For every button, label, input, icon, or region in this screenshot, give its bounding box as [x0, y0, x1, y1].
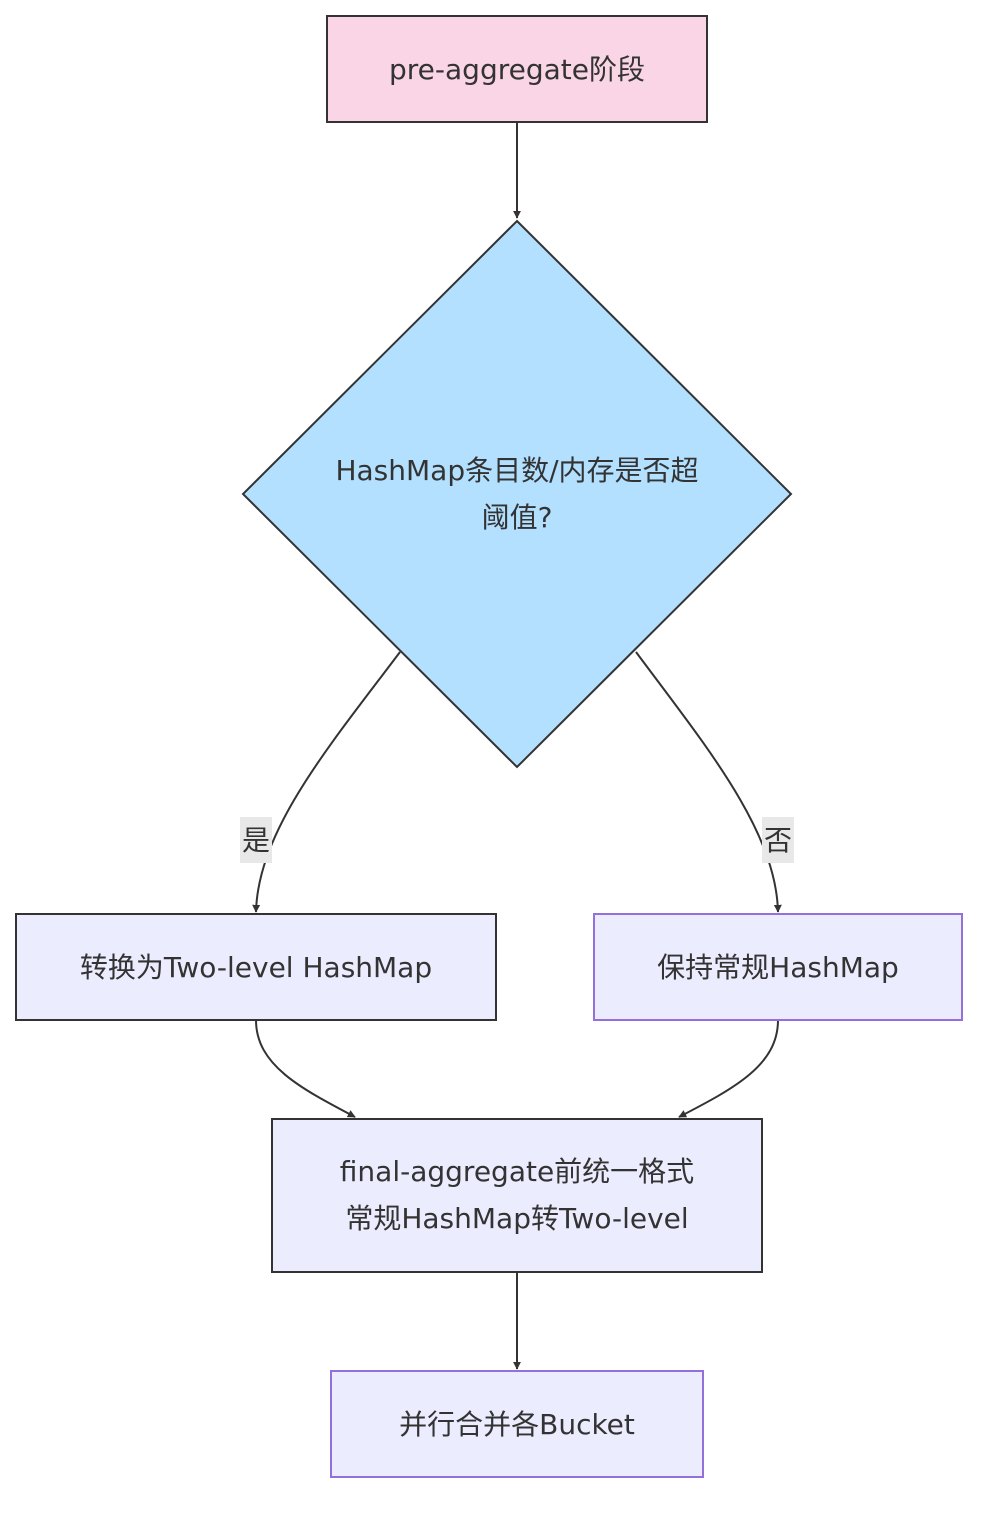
edge-label-no: 否 [762, 817, 794, 863]
node-pre-aggregate-label: pre-aggregate阶段 [389, 53, 645, 86]
edge-decision-to-keep [635, 651, 782, 913]
edge-label-yes: 是 [240, 817, 272, 863]
node-parallel-merge-label: 并行合并各Bucket [399, 1408, 635, 1441]
node-parallel-merge-box [330, 1370, 704, 1478]
edge-label-yes-text: 是 [242, 824, 270, 857]
decision-label-line2: 阈值? [482, 501, 553, 534]
node-convert-two-level: 转换为Two-level HashMap [15, 913, 497, 1021]
node-final-aggregate: final-aggregate前统一格式 常规HashMap转Two-level [271, 1118, 763, 1273]
node-pre-aggregate: pre-aggregate阶段 [326, 15, 708, 123]
node-final-aggregate-label-line1: final-aggregate前统一格式 [340, 1155, 694, 1188]
decision-label-line1: HashMap条目数/内存是否超 [335, 454, 698, 487]
edge-label-no-text: 否 [764, 824, 792, 857]
node-final-aggregate-box [271, 1118, 763, 1273]
decision-diamond [241, 219, 793, 769]
node-pre-aggregate-box [326, 15, 708, 123]
edge-decision-to-convert [252, 651, 401, 913]
node-final-aggregate-label-line2: 常规HashMap转Two-level [345, 1202, 688, 1235]
node-threshold-check: HashMap条目数/内存是否超 阈值? [241, 219, 793, 769]
node-keep-regular-label: 保持常规HashMap [657, 951, 899, 984]
edge-keep-to-final [678, 1019, 779, 1118]
node-parallel-merge: 并行合并各Bucket [330, 1370, 704, 1478]
node-convert-two-level-box [15, 913, 497, 1021]
node-keep-regular-box [593, 913, 963, 1021]
node-convert-two-level-label: 转换为Two-level HashMap [80, 951, 432, 984]
node-keep-regular: 保持常规HashMap [593, 913, 963, 1021]
edge-convert-to-final [255, 1019, 356, 1118]
